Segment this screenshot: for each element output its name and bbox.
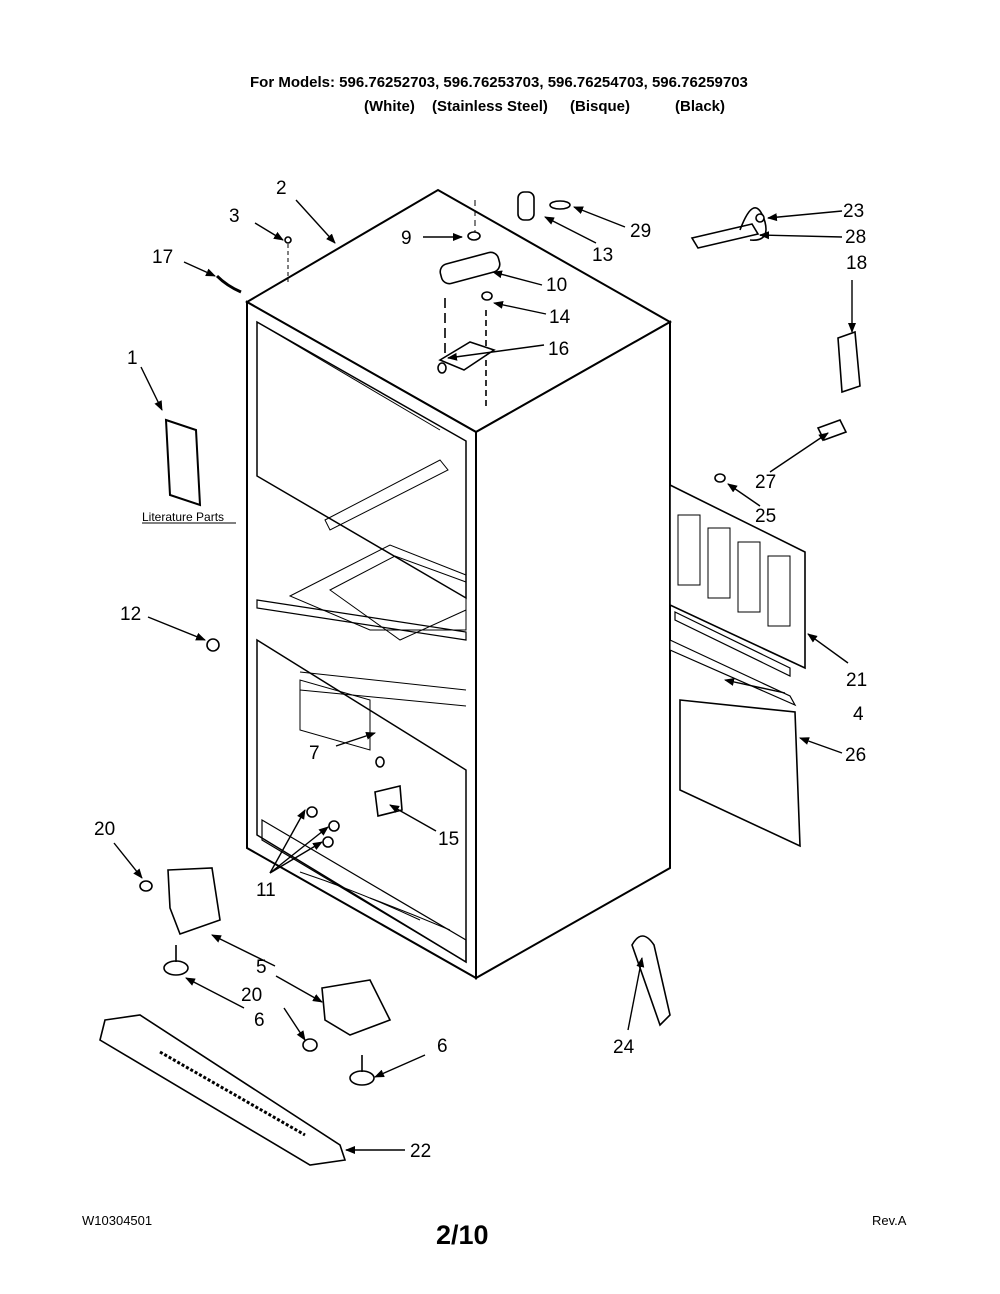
- variant-white: (White): [364, 98, 415, 115]
- callout-13: 13: [592, 245, 613, 266]
- water-tube-parts: [690, 207, 861, 441]
- callout-28: 28: [845, 227, 866, 248]
- callout-5: 5: [256, 957, 267, 978]
- literature-parts-label: Literature Parts: [142, 510, 224, 524]
- callout-6a: 6: [254, 1010, 265, 1031]
- callout-15: 15: [438, 829, 459, 850]
- callout-25: 25: [755, 506, 776, 527]
- callout-27: 27: [755, 472, 776, 493]
- callout-18: 18: [846, 253, 867, 274]
- callout-9: 9: [401, 228, 412, 249]
- document-number: W10304501: [82, 1213, 153, 1228]
- callout-24: 24: [613, 1037, 635, 1058]
- callout-29: 29: [630, 221, 651, 242]
- callout-2: 2: [276, 178, 287, 199]
- callout-22: 22: [410, 1141, 431, 1162]
- callout-14: 14: [549, 307, 571, 328]
- callout-10: 10: [546, 275, 567, 296]
- leader-lines: [113, 199, 856, 1154]
- variant-bisque: (Bisque): [570, 98, 630, 115]
- variant-stainless-steel: (Stainless Steel): [432, 98, 548, 115]
- revision-label: Rev.A: [872, 1213, 907, 1228]
- callout-7: 7: [309, 743, 320, 764]
- callout-20b: 20: [241, 985, 262, 1006]
- callout-3: 3: [229, 206, 240, 227]
- variant-black: (Black): [675, 98, 726, 115]
- callout-23: 23: [843, 201, 864, 222]
- callout-11: 11: [256, 880, 276, 901]
- callout-1: 1: [127, 348, 138, 369]
- callout-17: 17: [152, 247, 173, 268]
- callout-4: 4: [853, 704, 864, 725]
- rear-panel-parts: [669, 473, 806, 848]
- callout-16: 16: [548, 339, 569, 360]
- callout-21: 21: [846, 670, 867, 691]
- models-line: For Models: 596.76252703, 596.76253703, …: [250, 74, 748, 91]
- callout-12: 12: [120, 604, 141, 625]
- cabinet: [244, 188, 673, 980]
- page-number: 2/10: [436, 1220, 489, 1250]
- callout-26: 26: [845, 745, 866, 766]
- literature-booklet: [164, 418, 202, 507]
- callout-6b: 6: [437, 1036, 448, 1057]
- callout-20a: 20: [94, 819, 115, 840]
